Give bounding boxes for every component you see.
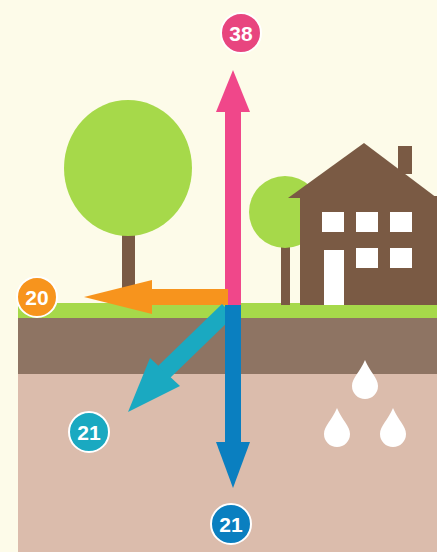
- house-door: [324, 250, 344, 305]
- shallow-infiltration-arrow: [158, 304, 234, 378]
- house-body: [300, 196, 437, 305]
- house-window: [356, 248, 378, 268]
- water-droplet: [352, 360, 378, 399]
- value-number: 20: [16, 276, 58, 318]
- value-number: 21: [68, 411, 110, 453]
- circle-shape: [69, 412, 109, 452]
- deep-infiltration-arrow: [225, 305, 241, 445]
- runoff-arrowhead: [84, 280, 152, 314]
- value-circle: 38: [220, 12, 262, 54]
- value-circle: 21: [68, 411, 110, 453]
- deep-infiltration-arrowhead: [216, 442, 250, 488]
- house-roof: [288, 143, 437, 198]
- water-droplet: [380, 408, 406, 447]
- shallow-infiltration-arrowhead: [128, 358, 180, 412]
- circle-shape: [17, 277, 57, 317]
- runoff-arrow: [148, 289, 228, 305]
- house-window: [390, 212, 412, 232]
- evaporation-arrowhead: [216, 70, 250, 112]
- tree-canopy: [64, 100, 192, 236]
- circle-shape: [211, 504, 251, 544]
- value-circle: 21: [210, 503, 252, 545]
- evaporation-arrow: [225, 108, 241, 305]
- house-window: [390, 248, 412, 268]
- value-circle: 20: [16, 276, 58, 318]
- house-window: [356, 212, 378, 232]
- house-window: [322, 212, 344, 232]
- house-chimney: [398, 146, 412, 174]
- water-droplet: [324, 408, 350, 447]
- value-number: 38: [220, 12, 262, 54]
- circle-shape: [221, 13, 261, 53]
- value-number: 21: [210, 503, 252, 545]
